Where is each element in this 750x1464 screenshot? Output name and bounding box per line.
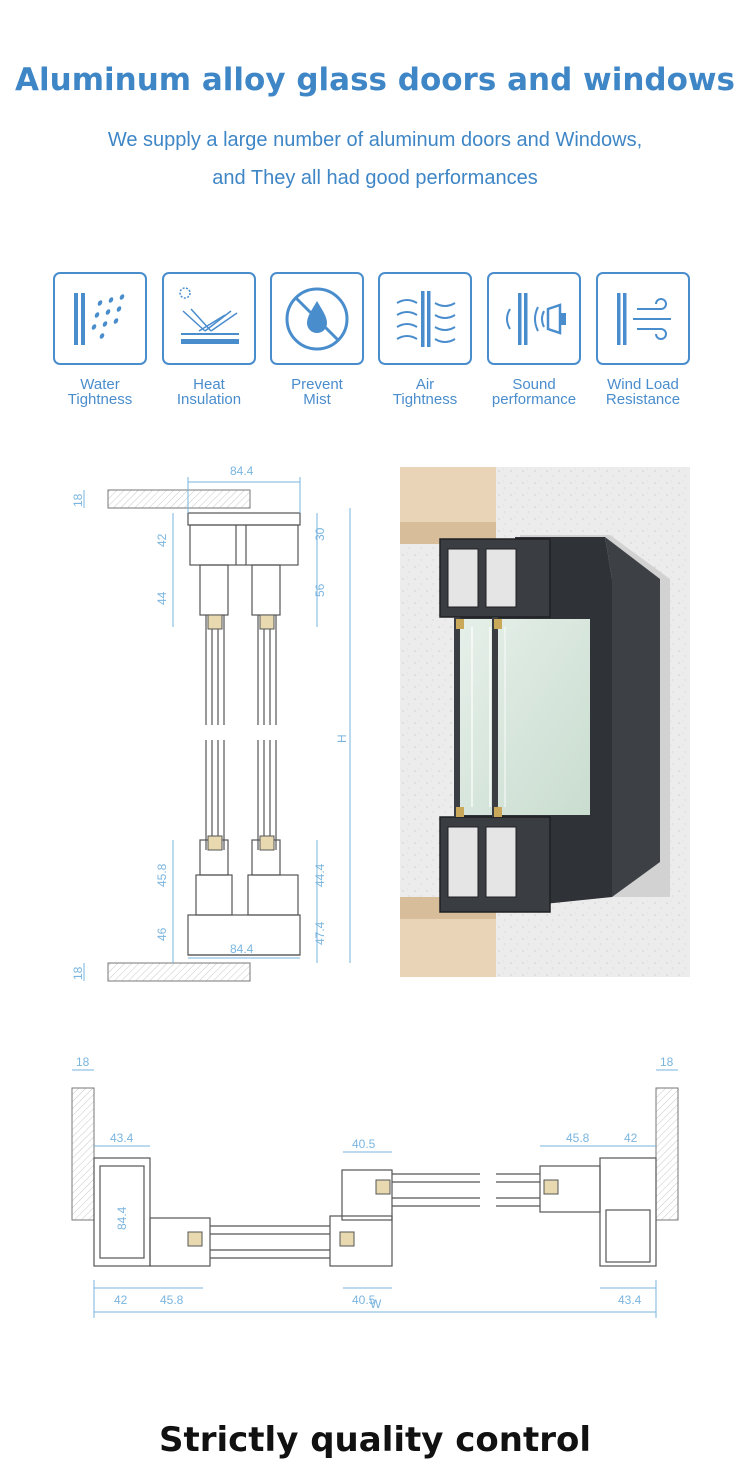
feature-label-line2: Resistance xyxy=(605,391,681,408)
dim-left-top-2: 44 xyxy=(155,591,169,605)
feature-label-line2: Insulation xyxy=(176,391,242,408)
feature-label-line1: Prevent xyxy=(291,376,343,393)
horizontal-section-drawing: 18 18 43.4 84.4 42 45.8 40.5 40.5 45.8 4… xyxy=(71,1055,679,1318)
dim-mid-bottom: 40.5 xyxy=(352,1293,376,1307)
dim-left-top: 43.4 xyxy=(110,1131,134,1145)
dim-top-width: 84.4 xyxy=(230,464,254,478)
feature-wind-load-resistance: Wind Load Resistance xyxy=(596,272,690,407)
dim-left-bottom-2: 46 xyxy=(155,927,169,941)
feature-label-line1: Heat xyxy=(193,376,225,393)
feature-label-line1: Water xyxy=(80,376,120,393)
feature-sound-performance: Sound performance xyxy=(487,272,581,407)
feature-label-line1: Wind Load xyxy=(607,376,679,393)
feature-heat-insulation: Heat Insulation xyxy=(162,272,256,407)
dim-right-top-1: 45.8 xyxy=(566,1131,590,1145)
footer-heading: Strictly quality control xyxy=(158,1420,592,1460)
feature-label-line1: Sound xyxy=(512,376,556,393)
dim-wall-bottom: 18 xyxy=(71,966,85,980)
dim-left-bottom-2: 45.8 xyxy=(160,1293,184,1307)
vertical-section-drawing: 84.4 84.4 18 18 42 44 30 56 H 45.8 46 44… xyxy=(71,464,351,982)
dim-left-top-1: 42 xyxy=(155,533,169,547)
feature-label-line2: performance xyxy=(491,391,577,408)
wind-gust-icon xyxy=(617,292,671,345)
dim-left-bottom-1: 42 xyxy=(114,1293,128,1307)
dim-mid-top: 40.5 xyxy=(352,1137,376,1151)
feature-label-line1: Air xyxy=(415,376,435,393)
page-title: Aluminum alloy glass doors and windows xyxy=(15,62,735,98)
dim-right-bottom-1: 44.4 xyxy=(313,863,327,887)
feature-label-line2: Tightness xyxy=(67,391,133,408)
dim-bottom-width: 84.4 xyxy=(230,942,254,956)
heat-reflection-icon xyxy=(179,286,239,344)
dim-right-top-2: 56 xyxy=(313,583,327,597)
feature-air-tightness: Air Tightness xyxy=(378,272,472,407)
dim-wall-top: 18 xyxy=(71,493,85,507)
feature-label-line2: Tightness xyxy=(392,391,458,408)
no-mist-drop-icon xyxy=(285,287,349,350)
feature-label-line2: Mist xyxy=(303,391,331,408)
feature-water-tightness: Water Tightness xyxy=(53,272,147,407)
window-render-illustration xyxy=(400,467,690,977)
sound-speaker-icon xyxy=(506,292,566,345)
feature-prevent-mist: Prevent Mist xyxy=(270,272,364,407)
dim-wall-right: 18 xyxy=(660,1055,674,1069)
dim-width: W xyxy=(370,1297,382,1311)
dim-left-bottom-1: 45.8 xyxy=(155,863,169,887)
dim-right-bottom-2: 47.4 xyxy=(313,921,327,945)
dim-right-top-1: 30 xyxy=(313,527,327,541)
subtitle-line-1: We supply a large number of aluminum doo… xyxy=(107,129,643,151)
dim-left-side: 84.4 xyxy=(115,1206,129,1230)
dim-wall-left: 18 xyxy=(76,1055,90,1069)
air-flow-icon xyxy=(396,290,456,347)
dim-right-top-2: 42 xyxy=(624,1131,638,1145)
water-drops-icon xyxy=(74,292,125,345)
dim-right-bottom: 43.4 xyxy=(618,1293,642,1307)
subtitle-line-2: and They all had good performances xyxy=(212,167,538,189)
dim-height: H xyxy=(335,734,349,743)
